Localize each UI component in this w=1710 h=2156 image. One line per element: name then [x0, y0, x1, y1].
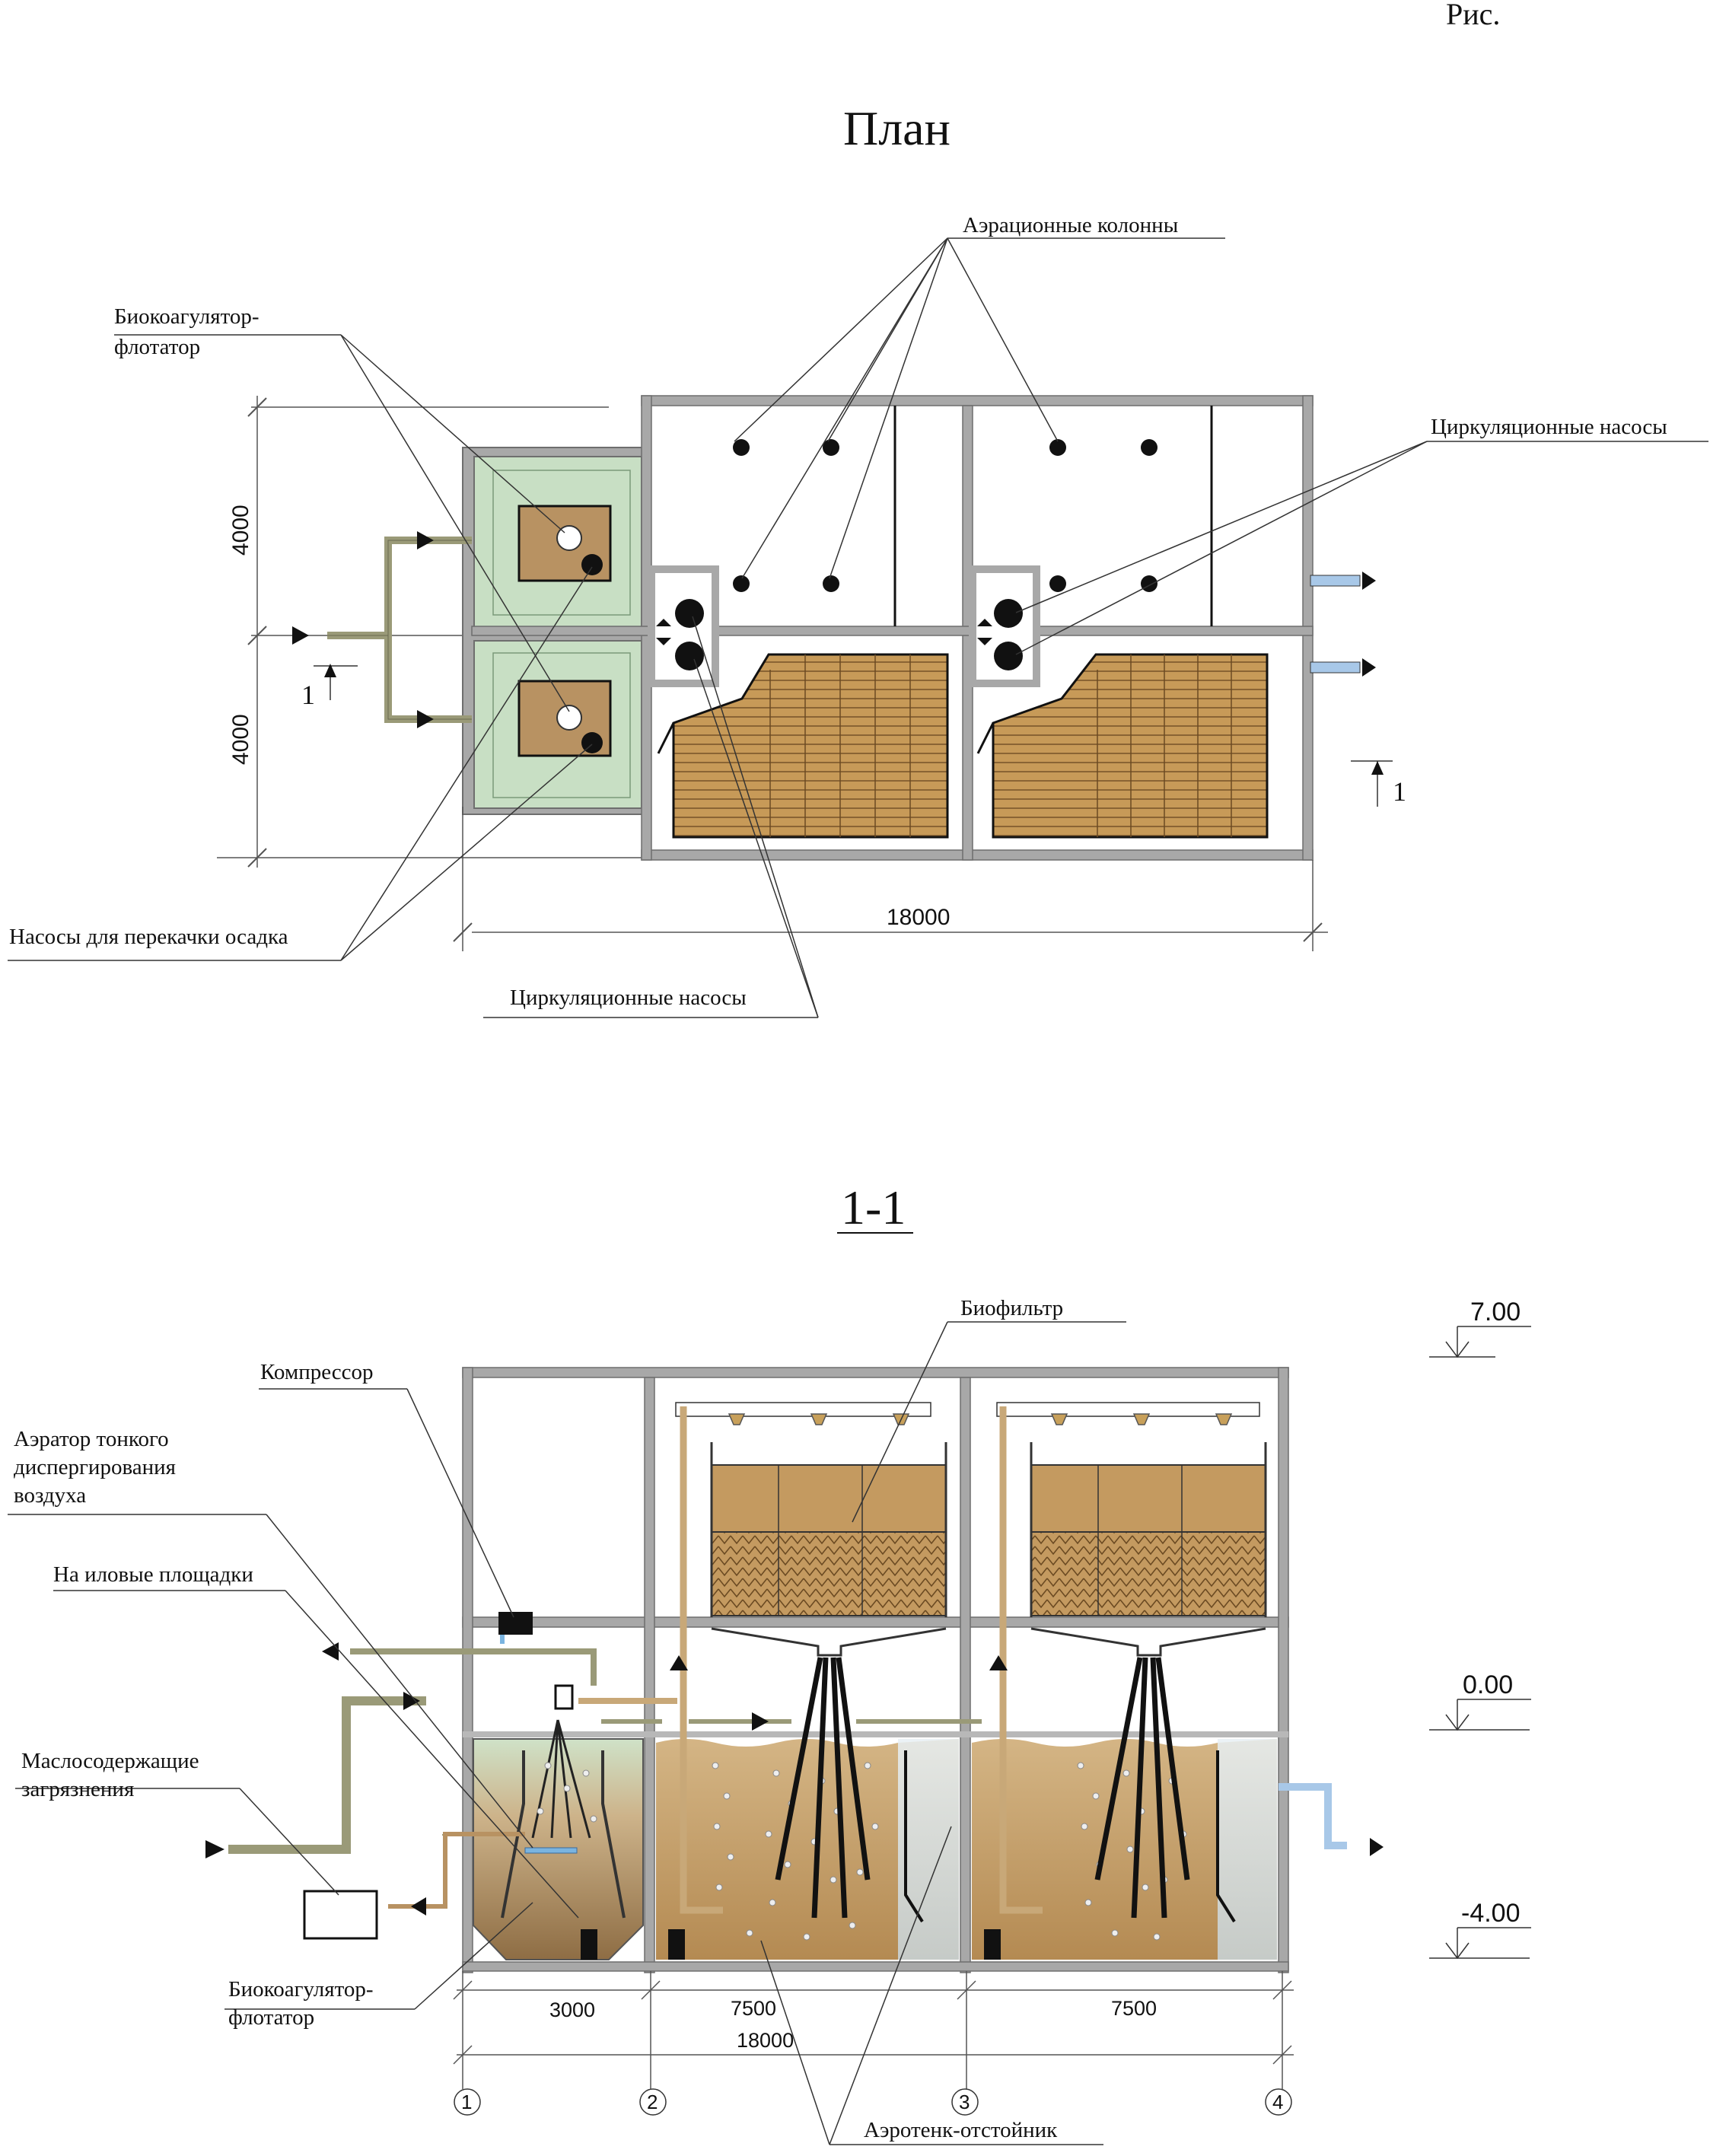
plan-view: План 4000 4000 1 — [8, 101, 1708, 1018]
section-label-aerator-3: воздуха — [14, 1483, 86, 1508]
plan-label-circulation-pumps-right: Циркуляционные насосы — [1431, 415, 1667, 439]
plan-tank-frame — [471, 395, 1314, 861]
section-aerotank-1 — [656, 1739, 959, 1960]
plan-label-aeration-columns: Аэрационные колонны — [963, 213, 1178, 237]
section-biofilter-1 — [675, 1402, 947, 1657]
plan-label-biocoagulator-2: флотатор — [114, 335, 200, 359]
section-label-aerator-2: диспергирования — [14, 1455, 176, 1479]
section-dim-flotator: 3000 — [549, 1998, 595, 2021]
section-view: 1-1 7.00 0.00 -4.00 — [8, 1180, 1531, 2145]
plan-dim-length: 18000 — [887, 905, 950, 930]
plan-dim-height-bottom: 4000 — [228, 714, 253, 765]
section-biofilter-2 — [996, 1402, 1267, 1657]
plan-circulation-pumps — [656, 599, 1023, 670]
plan-biofilter-media-2 — [992, 653, 1269, 839]
axis-3: 3 — [959, 2091, 970, 2113]
section-label-aerator-1: Аэратор тонкого — [14, 1427, 169, 1451]
plan-inlet-pipe — [327, 537, 472, 723]
plan-biofilter-media-1 — [672, 653, 949, 839]
plan-label-circulation-pumps-bottom: Циркуляционные насосы — [510, 986, 747, 1010]
grid-axes — [454, 2088, 1292, 2116]
level-bottom: -4.00 — [1461, 1899, 1521, 1928]
section-dim-aerotank-2: 7500 — [1111, 1997, 1157, 2020]
section-label-aerotank: Аэротенк-отстойник — [864, 2118, 1058, 2142]
level-top: 7.00 — [1470, 1298, 1521, 1326]
level-marks — [1429, 1326, 1531, 1960]
plan-section-mark-right: 1 — [1393, 776, 1406, 807]
section-label-oily-2: загрязнения — [21, 1777, 134, 1801]
section-label-biocoag-1: Биокоагулятор- — [228, 1977, 374, 2002]
plan-dim-height-top: 4000 — [228, 505, 253, 556]
section-label-biofilter: Биофильтр — [960, 1296, 1063, 1320]
sprinklers — [728, 1413, 1233, 1425]
figure-label: Рис. — [1446, 0, 1500, 31]
section-dim-total: 18000 — [737, 2029, 794, 2052]
aeration-column-pipes — [775, 1657, 1190, 1919]
circulation-pump-2 — [984, 1929, 1001, 1960]
section-label-biocoag-2: флотатор — [228, 2005, 314, 2030]
plan-aeration-columns — [733, 439, 1158, 592]
section-label-compressor: Компрессор — [260, 1360, 374, 1384]
axis-2: 2 — [647, 2091, 658, 2113]
plan-label-biocoagulator-1: Биокоагулятор- — [114, 304, 260, 329]
axis-4: 4 — [1272, 2091, 1283, 2113]
section-label-oily-1: Маслосодержащие — [21, 1749, 199, 1773]
plan-title: План — [843, 101, 951, 155]
compressor — [498, 1612, 533, 1635]
section-dim-aerotank-1: 7500 — [731, 1997, 776, 2020]
section-label-sludge-beds: На иловые площадки — [53, 1562, 253, 1587]
oil-collector — [303, 1890, 378, 1940]
plan-section-mark-left: 1 — [301, 680, 315, 710]
plan-label-sludge-pumps: Насосы для перекачки осадка — [9, 925, 288, 949]
sludge-pump-flotator — [581, 1929, 597, 1960]
aerator-jets — [531, 1719, 591, 1839]
section-dimensions — [453, 1971, 1294, 2089]
axis-1: 1 — [461, 2091, 472, 2113]
level-zero: 0.00 — [1463, 1670, 1513, 1699]
section-aerotank-2 — [972, 1739, 1277, 1960]
section-pipes — [228, 1406, 1347, 1914]
section-title: 1-1 — [841, 1180, 906, 1234]
section-frame — [462, 1367, 1289, 1973]
circulation-pump-1 — [668, 1929, 685, 1960]
